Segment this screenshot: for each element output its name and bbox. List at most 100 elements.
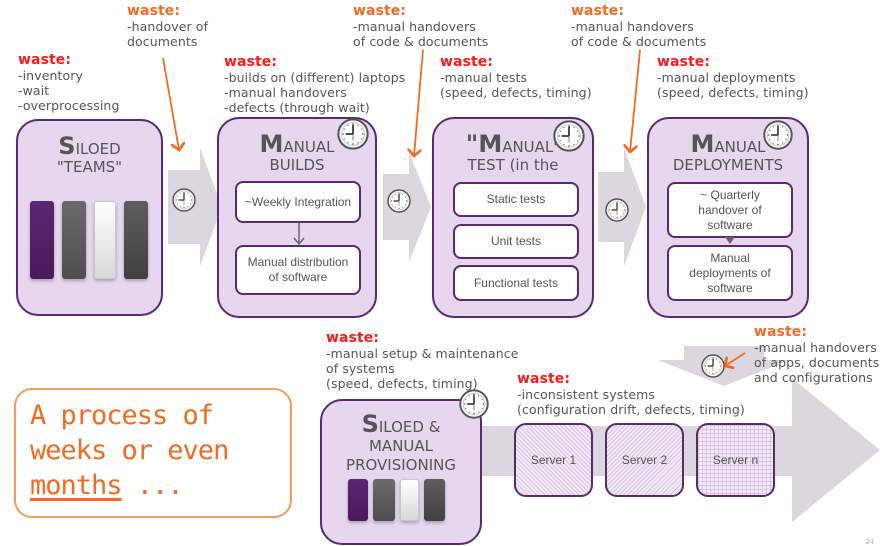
waste-item: -manual handovers	[754, 340, 877, 355]
step-arrow-down	[293, 223, 305, 246]
server-1: Server 1	[514, 423, 593, 497]
step-weekly-integration: ~Weekly Integration	[235, 181, 361, 223]
title-initial: S	[58, 132, 76, 160]
waste-item: -defects (through wait)	[224, 100, 370, 115]
step-label: ~Weekly Integration	[244, 194, 352, 209]
waste-item: -builds on (different) laptops	[224, 70, 406, 85]
title-line2: BUILDS	[269, 156, 325, 174]
title-rest: ILOED &	[378, 418, 441, 436]
stage-manual-builds: MANUAL BUILDS ~Weekly Integration Manual…	[217, 117, 377, 318]
pointer-arrow	[725, 352, 746, 366]
title-line3: PROVISIONING	[346, 456, 456, 474]
title-line2: TEST (in the	[467, 156, 559, 174]
waste-item: -manual handovers	[353, 19, 476, 34]
page-number: 24	[865, 538, 874, 546]
server-label: Server 2	[621, 453, 668, 467]
step-static-tests: Static tests	[453, 182, 579, 217]
waste-item: -inventory	[18, 68, 84, 83]
waste-item: (speed, defects, timing)	[326, 376, 478, 391]
waste-item: -overprocessing	[18, 98, 120, 113]
waste-label: waste:	[224, 54, 278, 70]
waste-item: -manual tests	[440, 70, 528, 85]
stage-title: SILOED & MANUAL PROVISIONING	[322, 412, 480, 475]
title-rest: ANUAL	[714, 138, 766, 156]
stage-manual-deployments: MANUAL DEPLOYMENTS ~ Quarterly handover …	[647, 117, 809, 318]
callout-emphasis: months	[30, 470, 123, 501]
stage-title: MANUAL BUILDS	[219, 132, 375, 174]
waste-label: waste:	[754, 324, 808, 340]
step-label: Functional tests	[473, 275, 559, 290]
waste-item: (configuration drift, defects, timing)	[517, 402, 745, 417]
waste-item: -handover of	[127, 19, 209, 34]
waste-manual-deployments: waste: -manual deployments (speed, defec…	[657, 54, 809, 101]
waste-item: documents	[127, 34, 198, 49]
waste-item: of apps, documents	[754, 355, 880, 370]
waste-handover-docs: waste: -handover of documents	[127, 3, 209, 50]
waste-item: -wait	[18, 83, 50, 98]
title-initial: M	[690, 130, 715, 158]
stage-title: "MANUAL" TEST (in the	[434, 132, 592, 174]
clock-icon	[701, 354, 725, 378]
team-bar	[373, 479, 395, 521]
step-manual-distribution: Manual distribution of software	[235, 245, 361, 295]
waste-label: waste:	[127, 3, 181, 19]
waste-item: (speed, defects, timing)	[657, 85, 809, 100]
title-rest: ANUAL"	[502, 138, 561, 156]
title-initial: M	[478, 130, 503, 158]
process-duration-callout: A process of weeks or even months ...	[14, 388, 292, 518]
waste-item: of code & documents	[353, 34, 489, 49]
team-bar	[94, 201, 116, 279]
waste-handover-code-1: waste: -manual handovers of code & docum…	[353, 3, 489, 50]
waste-label: waste:	[657, 54, 711, 70]
clock-icon	[337, 118, 369, 150]
team-bar	[30, 201, 54, 279]
callout-ellipsis: ...	[121, 470, 184, 501]
team-bar	[124, 201, 148, 279]
clock-icon	[763, 120, 793, 150]
step-label: Unit tests	[490, 234, 541, 248]
waste-item: -manual handovers	[571, 19, 694, 34]
step-label: Manual deployments of software	[689, 250, 771, 295]
waste-siloed-teams: waste: -inventory -wait -overprocessing	[18, 52, 120, 114]
title-initial: M	[259, 130, 284, 158]
clock-icon	[172, 188, 196, 212]
waste-label: waste:	[571, 3, 625, 19]
waste-item: and configurations	[754, 370, 873, 385]
title-rest: ILOED	[75, 140, 121, 158]
title-prefix: "	[465, 130, 479, 158]
waste-label: waste:	[326, 330, 380, 346]
waste-item: -manual deployments	[657, 70, 796, 85]
server-n: Server n	[696, 423, 775, 497]
callout-line2: weeks or even	[30, 435, 229, 466]
step-arrow-down	[725, 237, 735, 244]
title-line2: MANUAL	[368, 437, 434, 455]
stage-title: SILOED "TEAMS"	[18, 134, 161, 176]
stage-siloed-provisioning: SILOED & MANUAL PROVISIONING	[320, 399, 482, 545]
waste-handover-code-2: waste: -manual handovers of code & docum…	[571, 3, 706, 50]
clock-icon	[459, 389, 489, 419]
callout-line3: months ...	[30, 468, 276, 503]
pointer-arrow	[630, 49, 641, 152]
waste-inconsistent: waste: -inconsistent systems (configurat…	[517, 371, 745, 418]
team-bar	[348, 479, 368, 521]
waste-handover-apps: waste: -manual handovers of apps, docume…	[754, 324, 880, 386]
step-label: ~ Quarterly handover of software	[698, 187, 762, 232]
team-bars	[30, 201, 148, 279]
title-line2: DEPLOYMENTS	[672, 156, 784, 174]
step-label: Manual distribution of software	[247, 255, 349, 284]
waste-manual-builds: waste: -builds on (different) laptops -m…	[224, 54, 406, 116]
step-unit-tests: Unit tests	[453, 224, 579, 259]
waste-label: waste:	[517, 371, 571, 387]
waste-label: waste:	[18, 52, 72, 68]
title-initial: S	[361, 410, 379, 438]
server-2: Server 2	[605, 423, 684, 497]
server-label: Server 1	[530, 453, 577, 467]
step-functional-tests: Functional tests	[453, 265, 579, 301]
clock-icon	[605, 198, 629, 222]
callout-line1: A process of	[30, 400, 214, 431]
stage-siloed-teams: SILOED "TEAMS"	[16, 119, 163, 316]
pointer-arrow	[162, 57, 179, 150]
waste-label: waste:	[353, 3, 407, 19]
pointer-arrow	[414, 49, 424, 156]
